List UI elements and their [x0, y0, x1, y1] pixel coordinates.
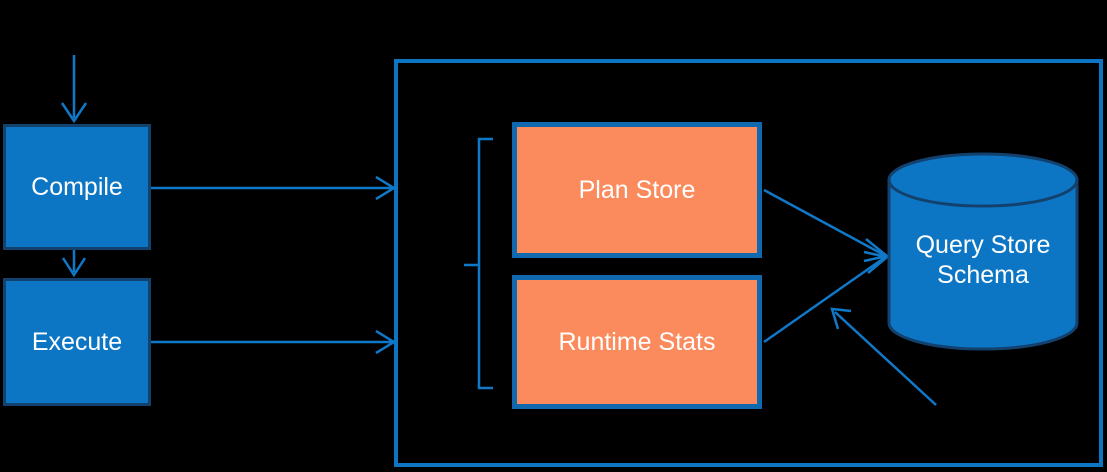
runtime-stats-box[interactable]: Runtime Stats	[512, 275, 762, 409]
arrow-input-to-compile	[60, 55, 88, 124]
arrow-compile-to-container	[151, 175, 397, 201]
arrow-external-to-schema	[830, 307, 937, 406]
grouping-bracket	[464, 137, 493, 390]
arrow-runtime-stats-to-schema	[763, 250, 890, 344]
compile-label: Compile	[31, 172, 123, 201]
query-store-container	[394, 59, 1103, 467]
plan-store-box[interactable]: Plan Store	[512, 122, 762, 258]
execute-label: Execute	[31, 327, 123, 356]
compile-box[interactable]: Compile	[3, 124, 151, 250]
arrow-compile-to-execute	[61, 250, 87, 278]
plan-store-label: Plan Store	[578, 175, 696, 204]
execute-box[interactable]: Execute	[3, 278, 151, 406]
query-store-schema-cylinder	[887, 152, 1079, 351]
runtime-stats-label: Runtime Stats	[558, 327, 716, 356]
arrow-execute-to-container	[151, 329, 397, 355]
arrow-plan-store-to-schema	[763, 188, 890, 263]
